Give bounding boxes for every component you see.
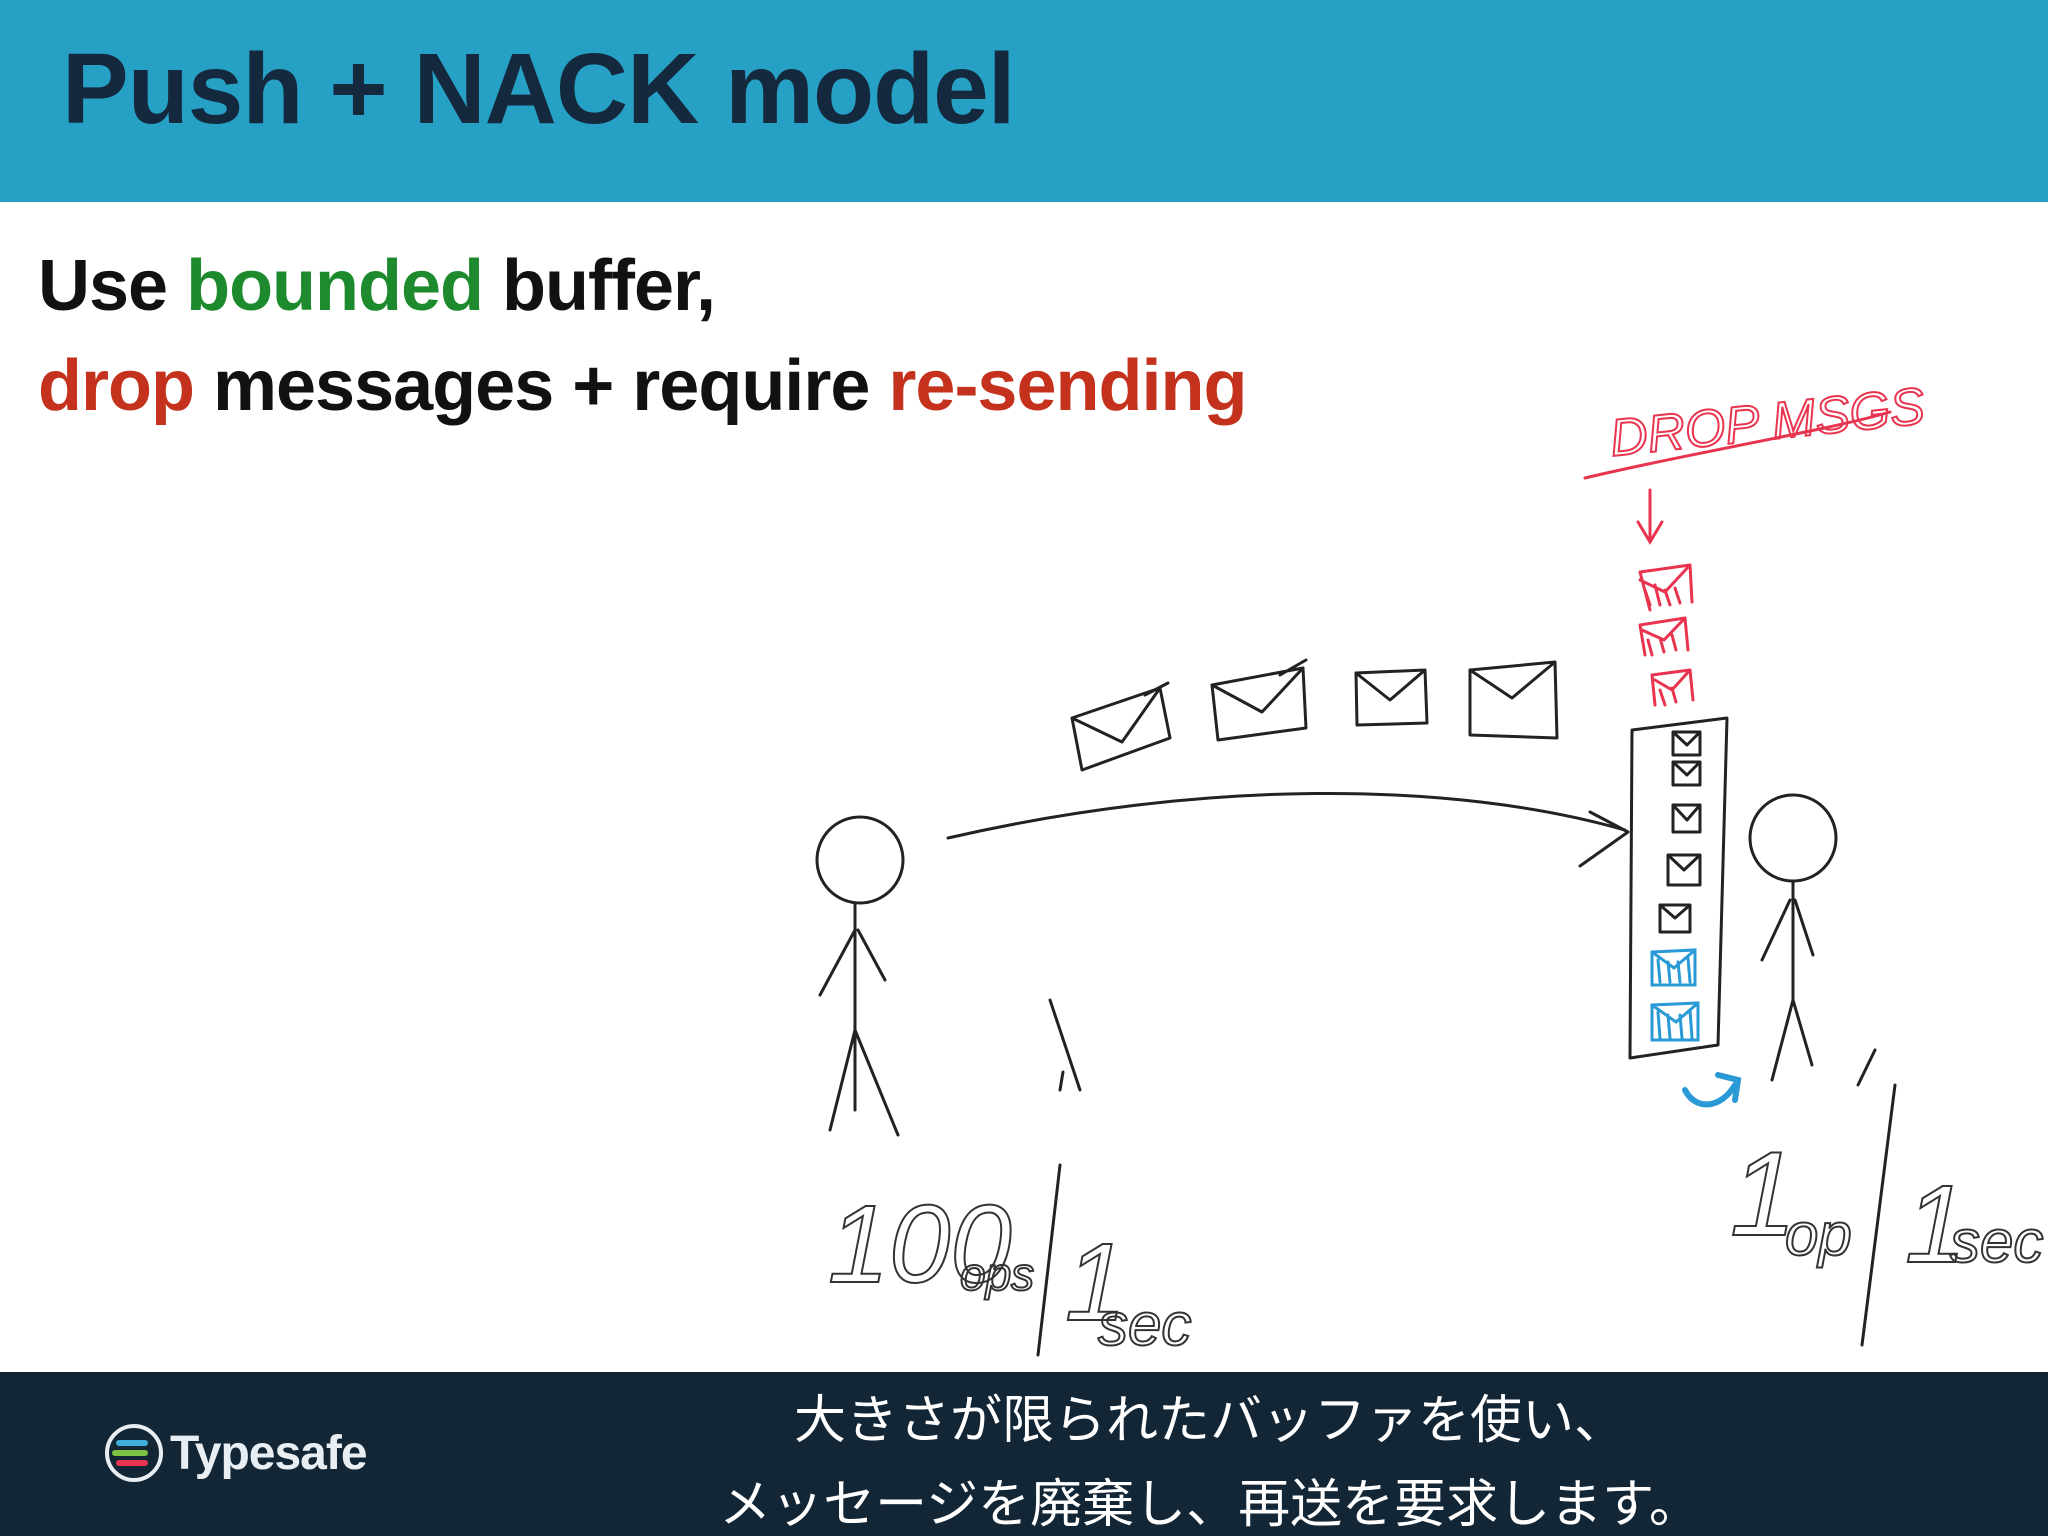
- line1-text-2: buffer,: [483, 246, 716, 326]
- consumer-figure: [1748, 793, 1838, 1082]
- dropped-messages: [1583, 410, 1892, 707]
- line1-text-1: Use: [38, 246, 187, 326]
- producer-rate-label: [1048, 998, 1082, 1092]
- producer-figure: [815, 815, 905, 1137]
- drop-msgs-label: DROP MSGS: [1607, 377, 1928, 468]
- consumer-time: sec: [1950, 1208, 2043, 1275]
- drop-keyword: drop: [38, 346, 195, 426]
- producer-per: 1: [1065, 1221, 1126, 1344]
- producer-rate-slash: [1036, 1163, 1062, 1357]
- subtitle-line-1: 大きさが限られたバッファを使い、: [793, 1391, 1626, 1451]
- flying-envelopes: [1070, 658, 1559, 772]
- typesafe-logo: Typesafe: [104, 1420, 368, 1486]
- bounded-buffer: [1628, 716, 1729, 1060]
- bullet-line-1: Use bounded buffer,: [38, 245, 716, 327]
- resent-messages: [1650, 948, 1742, 1108]
- producer-time: sec: [1098, 1291, 1191, 1358]
- footer-bar: [0, 1372, 2048, 1536]
- slide-title: Push + NACK model: [62, 33, 1016, 145]
- producer-count: 100: [828, 1183, 1012, 1306]
- consumer-unit: op: [1785, 1201, 1852, 1268]
- typesafe-logo-icon: [105, 1424, 163, 1482]
- resending-keyword: re-sending: [888, 346, 1247, 426]
- consumer-count: 1: [1730, 1127, 1797, 1261]
- logo-text: Typesafe: [170, 1426, 368, 1480]
- slide-header: Push + NACK model: [0, 0, 2048, 202]
- bounded-keyword: bounded: [186, 246, 484, 326]
- line2-text: messages + require: [193, 346, 889, 426]
- consumer-per: 1: [1905, 1163, 1966, 1286]
- producer-unit: ops: [960, 1248, 1034, 1300]
- subtitle-line-2: メッセージを廃棄し、再送を要求します。: [719, 1475, 1701, 1535]
- flow-arrow: [946, 791, 1630, 868]
- bullet-line-2: drop messages + require re-sending: [38, 345, 1247, 427]
- sketch-illustration: DROP MSGS 100 ops 1 sec 1 op 1 sec: [815, 376, 2044, 1359]
- rate-labels: 100 ops 1 sec 1 op 1 sec: [827, 1126, 2044, 1359]
